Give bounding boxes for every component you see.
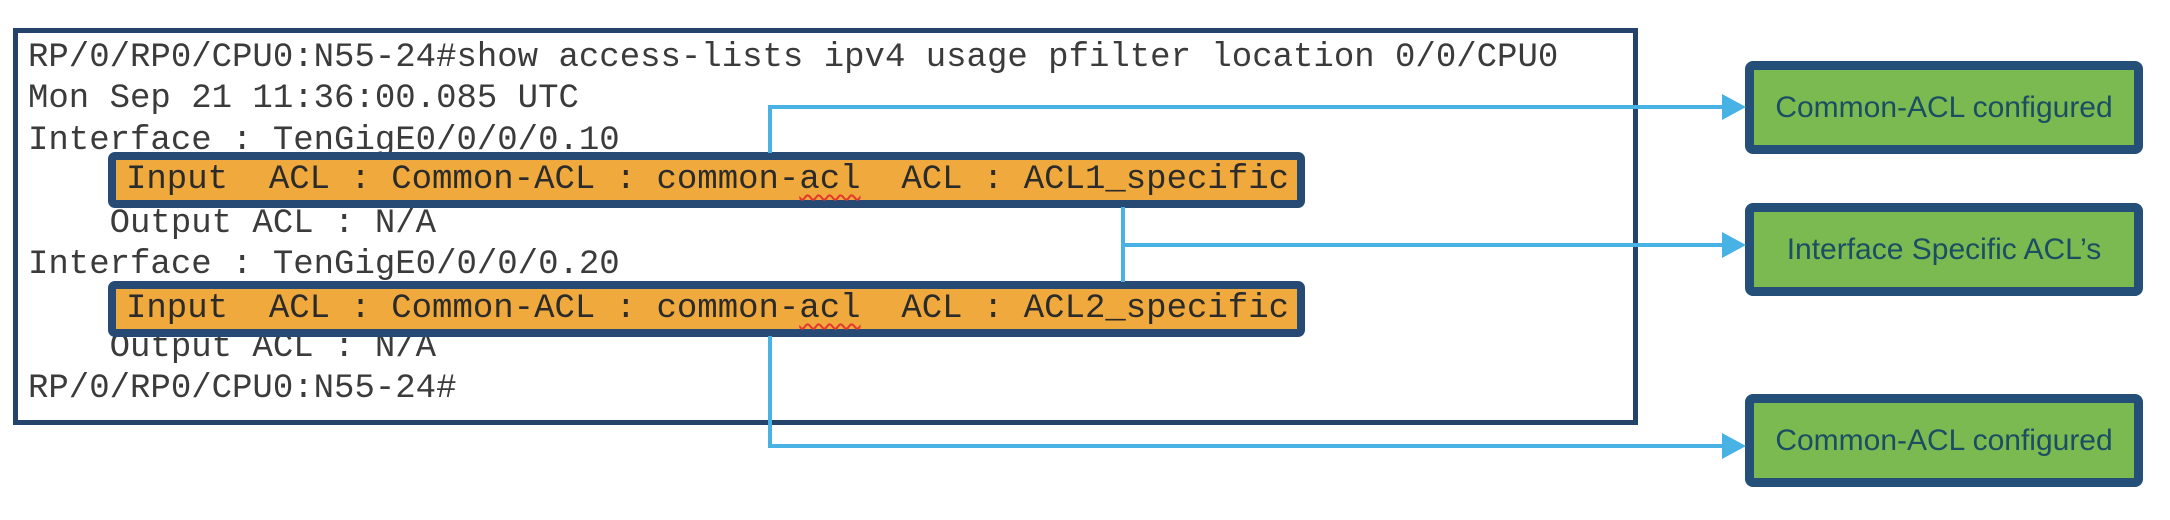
terminal-line-output-acl-2: Output ACL : N/A xyxy=(28,329,437,367)
misspelled-word: acl xyxy=(799,161,861,199)
misspelled-word: acl xyxy=(799,290,861,328)
connector-1-horizontal xyxy=(768,105,1725,109)
terminal-line-command: RP/0/RP0/CPU0:N55-24#show access-lists i… xyxy=(28,39,1559,77)
terminal-output-panel xyxy=(13,28,1638,425)
arrowhead-icon xyxy=(1722,94,1746,120)
callout-box-common-acl-bottom: Common-ACL configured xyxy=(1745,394,2143,487)
connector-3-horizontal xyxy=(768,444,1725,448)
highlight-text-pre: Input ACL : Common-ACL : common- xyxy=(126,290,800,328)
connector-2-horizontal xyxy=(1121,243,1725,247)
callout-label: Common-ACL configured xyxy=(1775,90,2113,124)
highlight-row-acl1: Input ACL : Common-ACL : common-acl ACL … xyxy=(108,152,1305,208)
arrowhead-icon xyxy=(1722,433,1746,459)
terminal-line-output-acl-1: Output ACL : N/A xyxy=(28,205,437,243)
highlight-text-post: ACL : ACL2_specific xyxy=(860,290,1290,328)
highlight-text-post: ACL : ACL1_specific xyxy=(860,161,1290,199)
highlight-text-pre: Input ACL : Common-ACL : common- xyxy=(126,161,800,199)
callout-box-common-acl-top: Common-ACL configured xyxy=(1745,61,2143,154)
terminal-line-prompt: RP/0/RP0/CPU0:N55-24# xyxy=(28,370,457,408)
terminal-line-timestamp: Mon Sep 21 11:36:00.085 UTC xyxy=(28,80,579,118)
connector-3-vertical xyxy=(768,336,772,446)
connector-1-vertical xyxy=(768,107,772,153)
callout-label: Interface Specific ACL’s xyxy=(1786,232,2102,266)
callout-label: Common-ACL configured xyxy=(1775,423,2113,457)
highlight-row-acl2: Input ACL : Common-ACL : common-acl ACL … xyxy=(108,281,1305,337)
callout-box-interface-specific: Interface Specific ACL’s xyxy=(1745,203,2143,296)
arrowhead-icon xyxy=(1722,232,1746,258)
highlight-row-acl2-text: Input ACL : Common-ACL : common-acl ACL … xyxy=(116,290,1289,328)
highlight-row-acl1-text: Input ACL : Common-ACL : common-acl ACL … xyxy=(116,161,1289,199)
terminal-line-interface-20: Interface : TenGigE0/0/0/0.20 xyxy=(28,246,620,284)
